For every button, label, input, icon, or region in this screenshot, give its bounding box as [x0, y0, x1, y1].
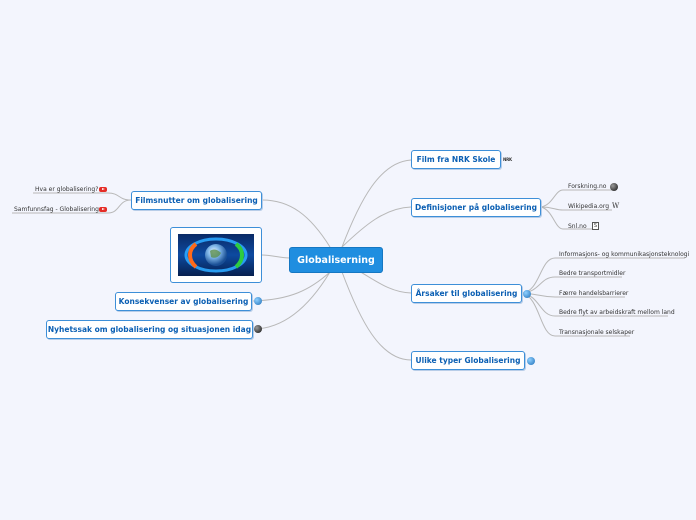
- node-filmsnutter[interactable]: Filmsnutter om globalisering: [131, 191, 262, 210]
- image-node[interactable]: [170, 227, 262, 283]
- earth-rotation-image: [178, 234, 254, 276]
- globe-icon[interactable]: [527, 357, 535, 365]
- globe-icon[interactable]: [254, 297, 262, 305]
- globe-dark-icon[interactable]: [254, 325, 262, 333]
- leaf-handelsbarrierer[interactable]: Færre handelsbarrierer: [559, 290, 629, 297]
- leaf-hva-er-globalisering[interactable]: Hva er globalisering?: [35, 186, 99, 193]
- node-definisjoner-label: Definisjoner på globalisering: [415, 203, 537, 212]
- node-ulike-typer[interactable]: Ulike typer Globalisering: [411, 351, 525, 370]
- node-konsekvenser-label: Konsekvenser av globalisering: [118, 297, 249, 306]
- leaf-wikipedia[interactable]: Wikipedia.org: [568, 203, 610, 210]
- central-topic-label: Globaliserning: [297, 254, 375, 266]
- nrk-icon[interactable]: NRK: [503, 157, 512, 162]
- leaf-samfunnsfag[interactable]: Samfunnsfag - Globalisering: [14, 206, 99, 213]
- leaf-forskning[interactable]: Forskning.no: [568, 183, 607, 190]
- youtube-icon[interactable]: [99, 207, 107, 212]
- leaf-transport[interactable]: Bedre transportmidler: [559, 270, 626, 277]
- leaf-arbeidskraft[interactable]: Bedre flyt av arbeidskraft mellom land: [559, 309, 675, 316]
- node-arsaker[interactable]: Årsaker til globalisering: [411, 284, 522, 303]
- node-filmsnutter-label: Filmsnutter om globalisering: [135, 196, 258, 205]
- youtube-icon[interactable]: [99, 187, 107, 192]
- node-definisjoner[interactable]: Definisjoner på globalisering: [411, 198, 541, 217]
- node-film-nrk-label: Film fra NRK Skole: [416, 155, 496, 164]
- globe-dark-icon[interactable]: [610, 183, 618, 191]
- node-ulike-typer-label: Ulike typer Globalisering: [415, 356, 521, 365]
- node-nyhetssak[interactable]: Nyhetssak om globalisering og situasjone…: [46, 320, 253, 339]
- node-nyhetssak-label: Nyhetssak om globalisering og situasjone…: [47, 325, 252, 334]
- snl-icon[interactable]: S: [592, 222, 599, 230]
- central-topic[interactable]: Globaliserning: [289, 247, 383, 273]
- leaf-transnasjonale[interactable]: Transnasjonale selskaper: [559, 329, 635, 336]
- leaf-snl[interactable]: Snl.no: [568, 223, 587, 230]
- node-konsekvenser[interactable]: Konsekvenser av globalisering: [115, 292, 252, 311]
- node-arsaker-label: Årsaker til globalisering: [415, 289, 518, 298]
- node-film-nrk[interactable]: Film fra NRK Skole: [411, 150, 501, 169]
- globe-icon[interactable]: [523, 290, 531, 298]
- leaf-ikt[interactable]: Informasjons- og kommunikasjonsteknologi: [559, 251, 690, 258]
- wikipedia-icon[interactable]: W: [612, 202, 620, 210]
